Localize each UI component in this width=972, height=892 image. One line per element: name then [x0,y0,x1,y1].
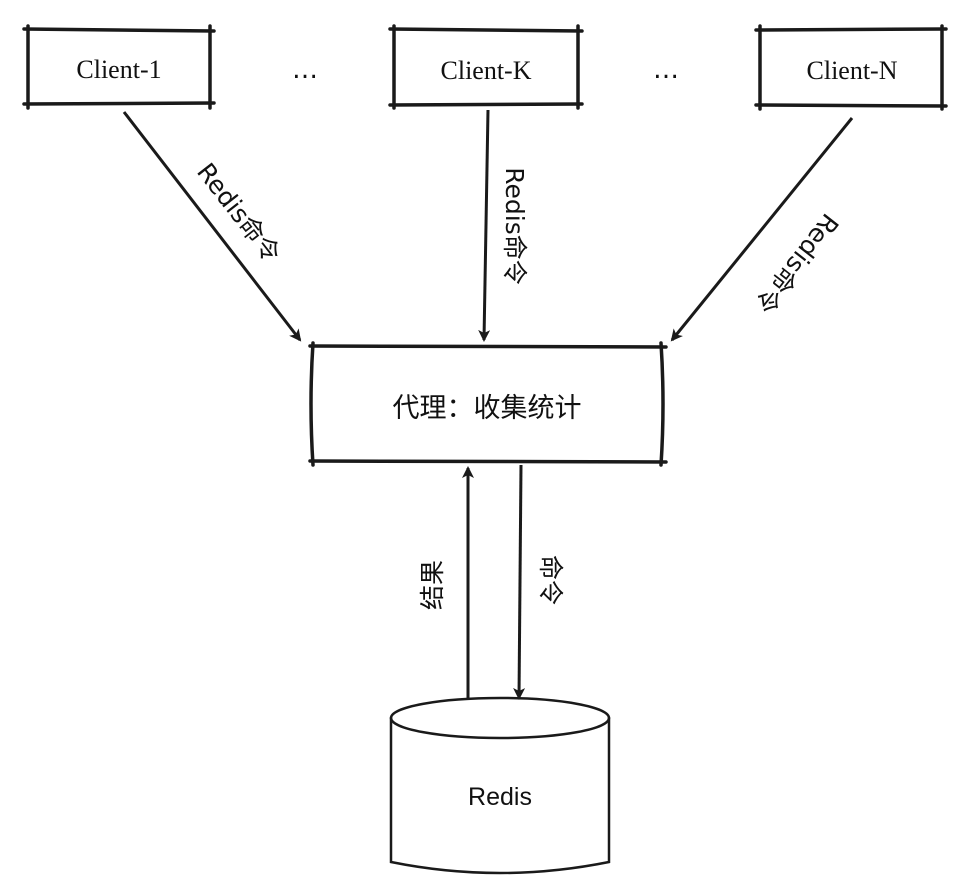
client-1-label: Client-1 [76,55,161,84]
edge-label-client-n: Redis命令 [749,208,844,318]
proxy-label: 代理：收集统计 [393,393,582,424]
edge-label-command: 命令 [536,555,565,605]
edge-client-1-to-proxy [122,111,302,342]
edge-label-client-1: Redis命令 [191,158,286,268]
redis-database-node: Redis [389,696,611,875]
client-k-node: Client-K [388,24,584,110]
proxy-node: 代理：收集统计 [308,341,668,467]
edge-label-client-k: Redis命令 [500,167,529,284]
edge-client-k-to-proxy [478,109,491,342]
client-k-label: Client-K [441,56,532,85]
edge-client-n-to-proxy [670,117,854,342]
client-n-label: Client-N [807,56,898,85]
redis-label: Redis [468,783,532,811]
edge-label-result: 结果 [418,560,447,610]
client-1-node: Client-1 [22,24,216,110]
client-n-node: Client-N [754,24,948,111]
edge-proxy-to-redis [513,464,526,700]
ellipsis-left: … [292,55,318,85]
ellipsis-right: … [653,55,679,85]
